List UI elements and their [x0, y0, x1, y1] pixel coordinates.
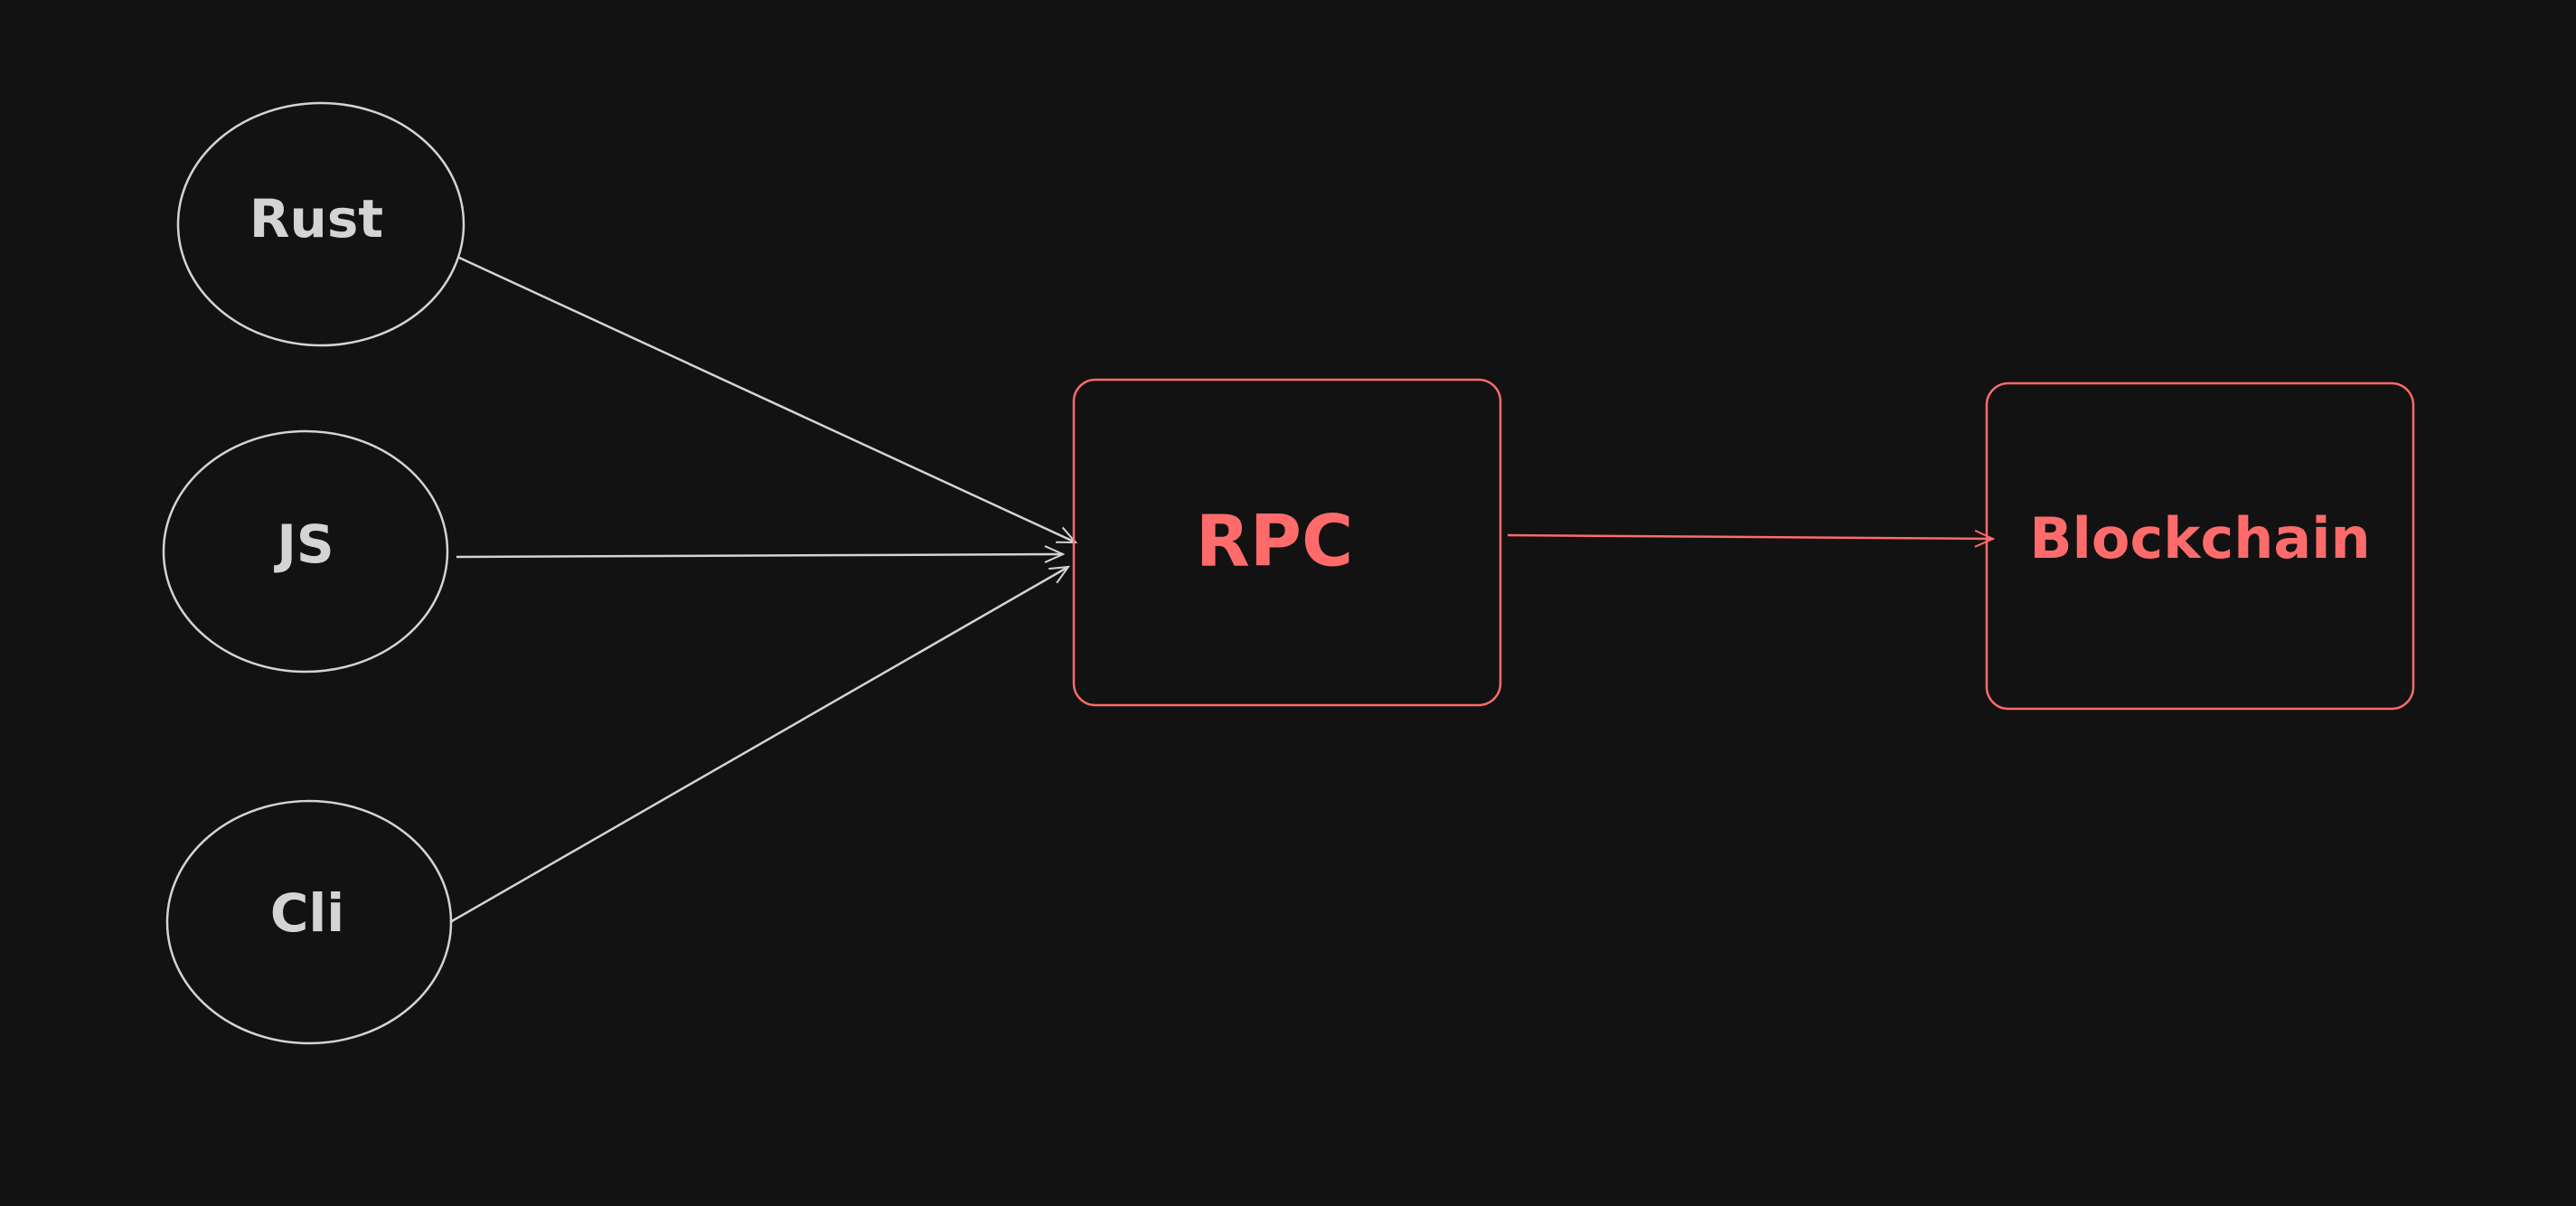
rpc-node-label: RPC — [1196, 501, 1353, 582]
client-node-rust-shape — [176, 101, 465, 347]
edge-rust-rpc — [458, 256, 1076, 544]
edges — [449, 256, 1993, 924]
rpc-node[interactable]: RPC — [1072, 378, 1502, 707]
client-node-js[interactable]: JS — [162, 429, 449, 674]
blockchain-node[interactable]: Blockchain — [1985, 382, 2415, 711]
client-node-js-label: JS — [273, 513, 334, 575]
edge-rpc-blockchain — [1507, 535, 1993, 539]
client-node-js-shape — [162, 429, 449, 674]
client-node-cli-shape — [165, 799, 453, 1045]
client-node-cli[interactable]: Cli — [165, 799, 453, 1045]
rpc-node-shape — [1072, 378, 1502, 707]
client-node-cli-label: Cli — [270, 882, 344, 944]
client-node-rust[interactable]: Rust — [176, 101, 465, 347]
edge-cli-rpc — [449, 567, 1068, 924]
client-node-rust-label: Rust — [249, 188, 383, 250]
blockchain-node-shape — [1985, 382, 2415, 711]
blockchain-node-label: Blockchain — [2029, 505, 2370, 571]
edge-js-rpc — [456, 554, 1063, 557]
